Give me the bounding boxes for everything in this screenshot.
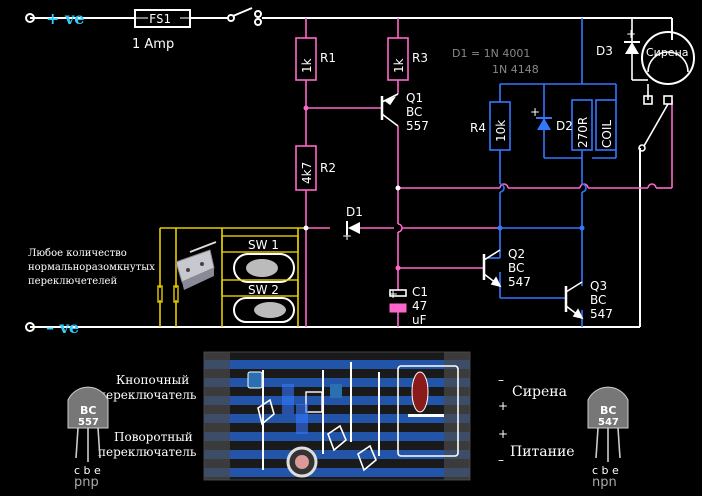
diode-note-1: D1 = 1N 4001 (452, 47, 530, 60)
board-label-siren: Сирена (512, 384, 567, 400)
svg-text:D1: D1 (346, 205, 363, 219)
diode-d2: + D2 (530, 105, 573, 133)
svg-text:+: + (342, 229, 352, 243)
svg-text:270R: 270R (576, 117, 590, 148)
siren: Сирена (638, 31, 695, 152)
switch-sw1: SW 1 (221, 235, 299, 283)
board-sign-plus-bot: + (498, 427, 508, 441)
siren-label: Сирена (646, 46, 689, 59)
diode-note-2: 1N 4148 (492, 63, 539, 76)
diode-d1: + D1 (342, 205, 363, 243)
svg-text:R1: R1 (320, 51, 336, 65)
positive-rail (30, 17, 673, 40)
svg-text:547: 547 (508, 275, 531, 289)
svg-text:c b e: c b e (592, 464, 619, 477)
svg-text:Q2: Q2 (508, 247, 525, 261)
svg-text:4k7: 4k7 (300, 162, 314, 184)
svg-text:Q3: Q3 (590, 279, 607, 293)
board-sign-minus-top: – (498, 373, 504, 387)
svg-text:+: + (626, 27, 636, 41)
svg-text:547: 547 (598, 417, 619, 428)
relay-coil: 270R COIL (571, 84, 617, 159)
svg-text:C1: C1 (412, 285, 428, 299)
positive-terminal (25, 13, 35, 23)
switch-note-3: переключетелей (28, 276, 117, 287)
svg-text:1k: 1k (392, 58, 406, 73)
positive-label: + ve (46, 9, 84, 28)
svg-text:D2: D2 (556, 119, 573, 133)
board-label-pushbutton-1: Кнопочный (116, 373, 189, 387)
yellow-wiring (159, 227, 306, 327)
svg-text:COIL: COIL (600, 120, 614, 148)
svg-text:547: 547 (590, 307, 613, 321)
svg-text:npn: npn (592, 475, 617, 490)
negative-rail (30, 148, 641, 328)
svg-text:R3: R3 (412, 51, 428, 65)
negative-label: – ve (46, 318, 79, 337)
power-switch (227, 7, 262, 26)
svg-text:557: 557 (78, 417, 99, 428)
fuse-id-text: FS1 (149, 12, 171, 26)
board-sign-minus-bot: – (498, 453, 504, 467)
board-label-power: Питание (510, 444, 575, 460)
resistor-r3: 1k R3 (387, 37, 428, 81)
svg-text:R4: R4 (470, 121, 486, 135)
board-label-rotary-1: Поворотный (114, 430, 193, 444)
fuse-rating: 1 Amp (132, 37, 174, 52)
transistor-q1 (380, 93, 399, 127)
junction-dots (303, 105, 585, 271)
microswitch-icon (175, 241, 217, 290)
stripboard (203, 351, 471, 481)
resistor-r4: 10k R4 (470, 101, 511, 151)
svg-text:Q1: Q1 (406, 91, 423, 105)
svg-text:BC: BC (600, 404, 616, 417)
svg-text:557: 557 (406, 119, 429, 133)
svg-text:BC: BC (508, 261, 524, 275)
negative-terminal (25, 322, 35, 332)
svg-text:+: + (388, 287, 398, 301)
switch-sw2: SW 2 (221, 279, 299, 323)
svg-text:SW 2: SW 2 (248, 283, 279, 297)
resistor-r2: 4k7 R2 (295, 145, 336, 191)
switch-note-1: Любое количество (28, 248, 127, 259)
capacitor-c1: + (388, 287, 407, 313)
svg-text:R2: R2 (320, 161, 336, 175)
svg-text:BC: BC (590, 293, 606, 307)
svg-text:BC: BC (406, 105, 422, 119)
pink-wiring (305, 18, 673, 327)
svg-text:10k: 10k (494, 120, 508, 142)
svg-text:pnp: pnp (74, 475, 99, 490)
switch-contact-2 (173, 285, 179, 303)
svg-text:BC: BC (80, 404, 96, 417)
npn-pinout-icon: BC 547 c b e npn (587, 386, 629, 490)
svg-text:SW 1: SW 1 (248, 238, 279, 252)
svg-text:uF: uF (412, 313, 427, 327)
switch-contact-1 (157, 285, 163, 303)
board-label-rotary-2: переключатель (98, 445, 197, 459)
svg-text:c b e: c b e (74, 464, 101, 477)
switch-note-2: нормальноразомкнутых (28, 262, 155, 273)
board-label-pushbutton-2: переключатель (98, 388, 197, 402)
svg-text:47: 47 (412, 299, 427, 313)
board-sign-plus-top: + (498, 399, 508, 413)
pnp-pinout-icon: BC 557 c b e pnp (67, 386, 109, 490)
transistor-q2 (482, 249, 502, 288)
diode-d3: D3 + (596, 18, 648, 81)
resistor-r1: 1k R1 (295, 37, 336, 81)
svg-text:1k: 1k (300, 58, 314, 73)
transistor-q3 (564, 281, 584, 320)
svg-text:+: + (530, 105, 540, 119)
blue-wiring (488, 18, 616, 327)
svg-text:D3: D3 (596, 44, 613, 58)
